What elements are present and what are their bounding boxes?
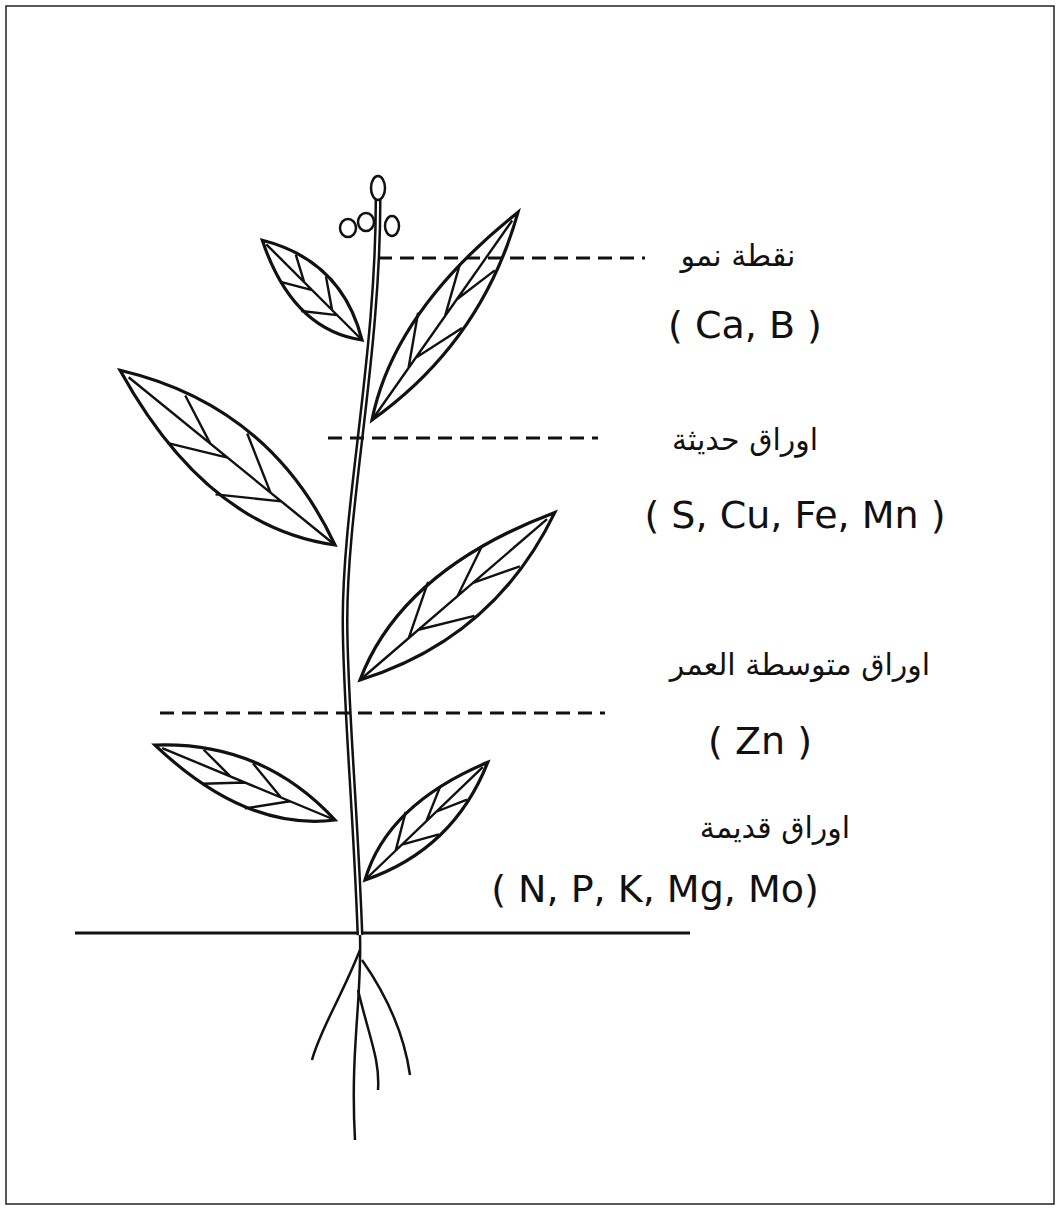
element-list: ( Zn ) xyxy=(705,719,815,765)
leaves xyxy=(97,198,573,894)
zone-name: اوراق متوسطة العمر xyxy=(667,647,933,683)
zone-name: اوراق حديثة xyxy=(669,422,821,458)
element-list: ( S, Cu, Fe, Mn ) xyxy=(641,493,948,539)
buds xyxy=(340,176,399,237)
dashed-leader-lines xyxy=(160,258,645,713)
stem xyxy=(345,185,378,935)
zone-name: نقطة نمو xyxy=(678,238,799,274)
frame xyxy=(6,6,1054,1204)
ground-line xyxy=(75,932,690,935)
element-list: ( N, P, K, Mg, Mo) xyxy=(488,867,822,913)
roots xyxy=(312,935,410,1140)
zone-name: اوراق قديمة xyxy=(697,810,853,846)
element-list: ( Ca, B ) xyxy=(665,303,825,349)
